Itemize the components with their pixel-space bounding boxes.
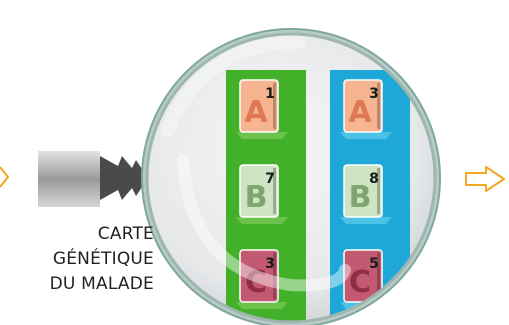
allele-number: 3 (265, 256, 275, 272)
tile-ledge (236, 302, 288, 309)
right-arrow-icon (464, 163, 509, 195)
allele-number: 1 (265, 86, 275, 102)
tile-ledge (340, 217, 392, 224)
caption-line-1: CARTE (14, 222, 154, 247)
allele-number: 7 (265, 171, 275, 187)
allele-number: 8 (369, 171, 379, 187)
tile-ledge (236, 217, 288, 224)
left-arrow-icon (0, 163, 14, 191)
tile-ledge (236, 132, 288, 139)
caption-line-3: DU MALADE (14, 272, 154, 297)
allele-number: 3 (369, 86, 379, 102)
genetic-map-caption: CARTE GÉNÉTIQUE DU MALADE (14, 222, 154, 297)
allele-letter: B (349, 180, 372, 215)
allele-number: 5 (369, 256, 379, 272)
tile-ledge (340, 132, 392, 139)
caption-line-2: GÉNÉTIQUE (14, 247, 154, 272)
cable-plug (38, 151, 148, 207)
allele-letter: C (349, 265, 371, 300)
allele-letter: B (245, 180, 268, 215)
